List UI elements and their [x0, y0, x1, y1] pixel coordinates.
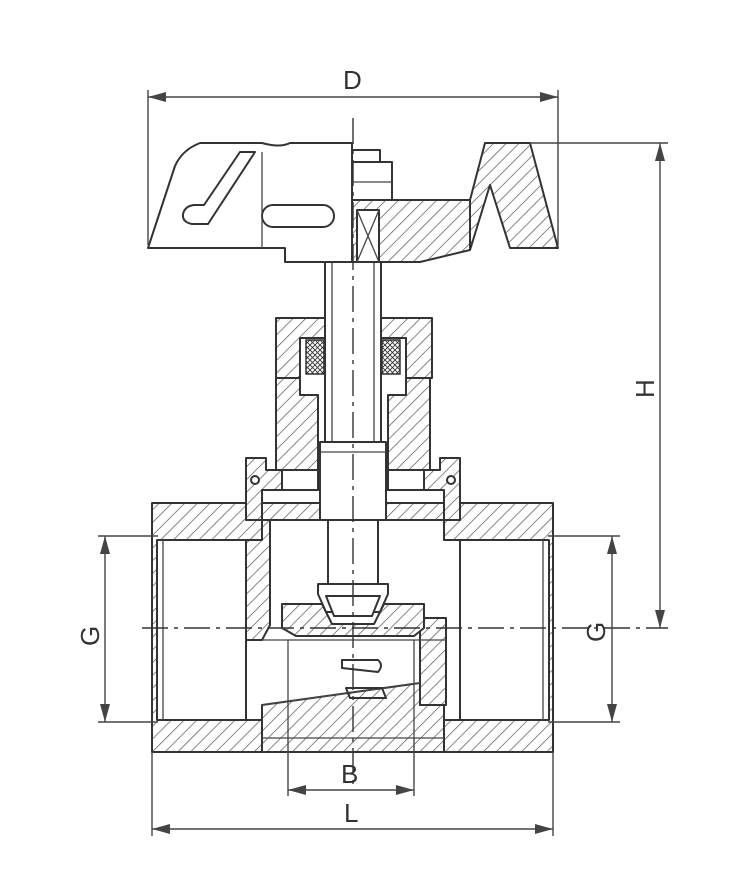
- label-l: L: [344, 798, 358, 828]
- dimension-l: L: [151, 752, 554, 836]
- body-left-wall: [245, 519, 271, 641]
- dimension-h: H: [530, 142, 668, 628]
- packing-right: [381, 339, 401, 375]
- label-b: B: [341, 759, 358, 789]
- bonnet-neck-left: [275, 377, 319, 471]
- label-g-left: G: [75, 626, 105, 646]
- right-port-bore: [459, 539, 550, 721]
- gland-nut: [275, 317, 433, 379]
- handwheel-slot-middle: [261, 204, 335, 228]
- handwheel: [147, 142, 559, 263]
- handwheel-slot-left: [181, 151, 256, 225]
- handwheel-left-half: [147, 142, 353, 263]
- bonnet-neck-right: [387, 377, 431, 471]
- dimension-g-left: G: [75, 535, 158, 723]
- valve-body: [151, 502, 554, 753]
- body-seat-wedge: [419, 617, 447, 706]
- label-g-right: G: [581, 622, 611, 642]
- packing-left: [305, 339, 325, 375]
- dimension-d: D: [147, 65, 559, 245]
- dimension-g-right: G: [548, 535, 620, 723]
- handwheel-hub-nut: [351, 161, 393, 201]
- left-port-bore: [156, 539, 247, 721]
- dimension-b: B: [287, 738, 415, 796]
- label-h: H: [630, 379, 660, 398]
- label-d: D: [343, 65, 362, 95]
- flow-slot: [341, 659, 382, 673]
- handwheel-right-half: [351, 142, 559, 263]
